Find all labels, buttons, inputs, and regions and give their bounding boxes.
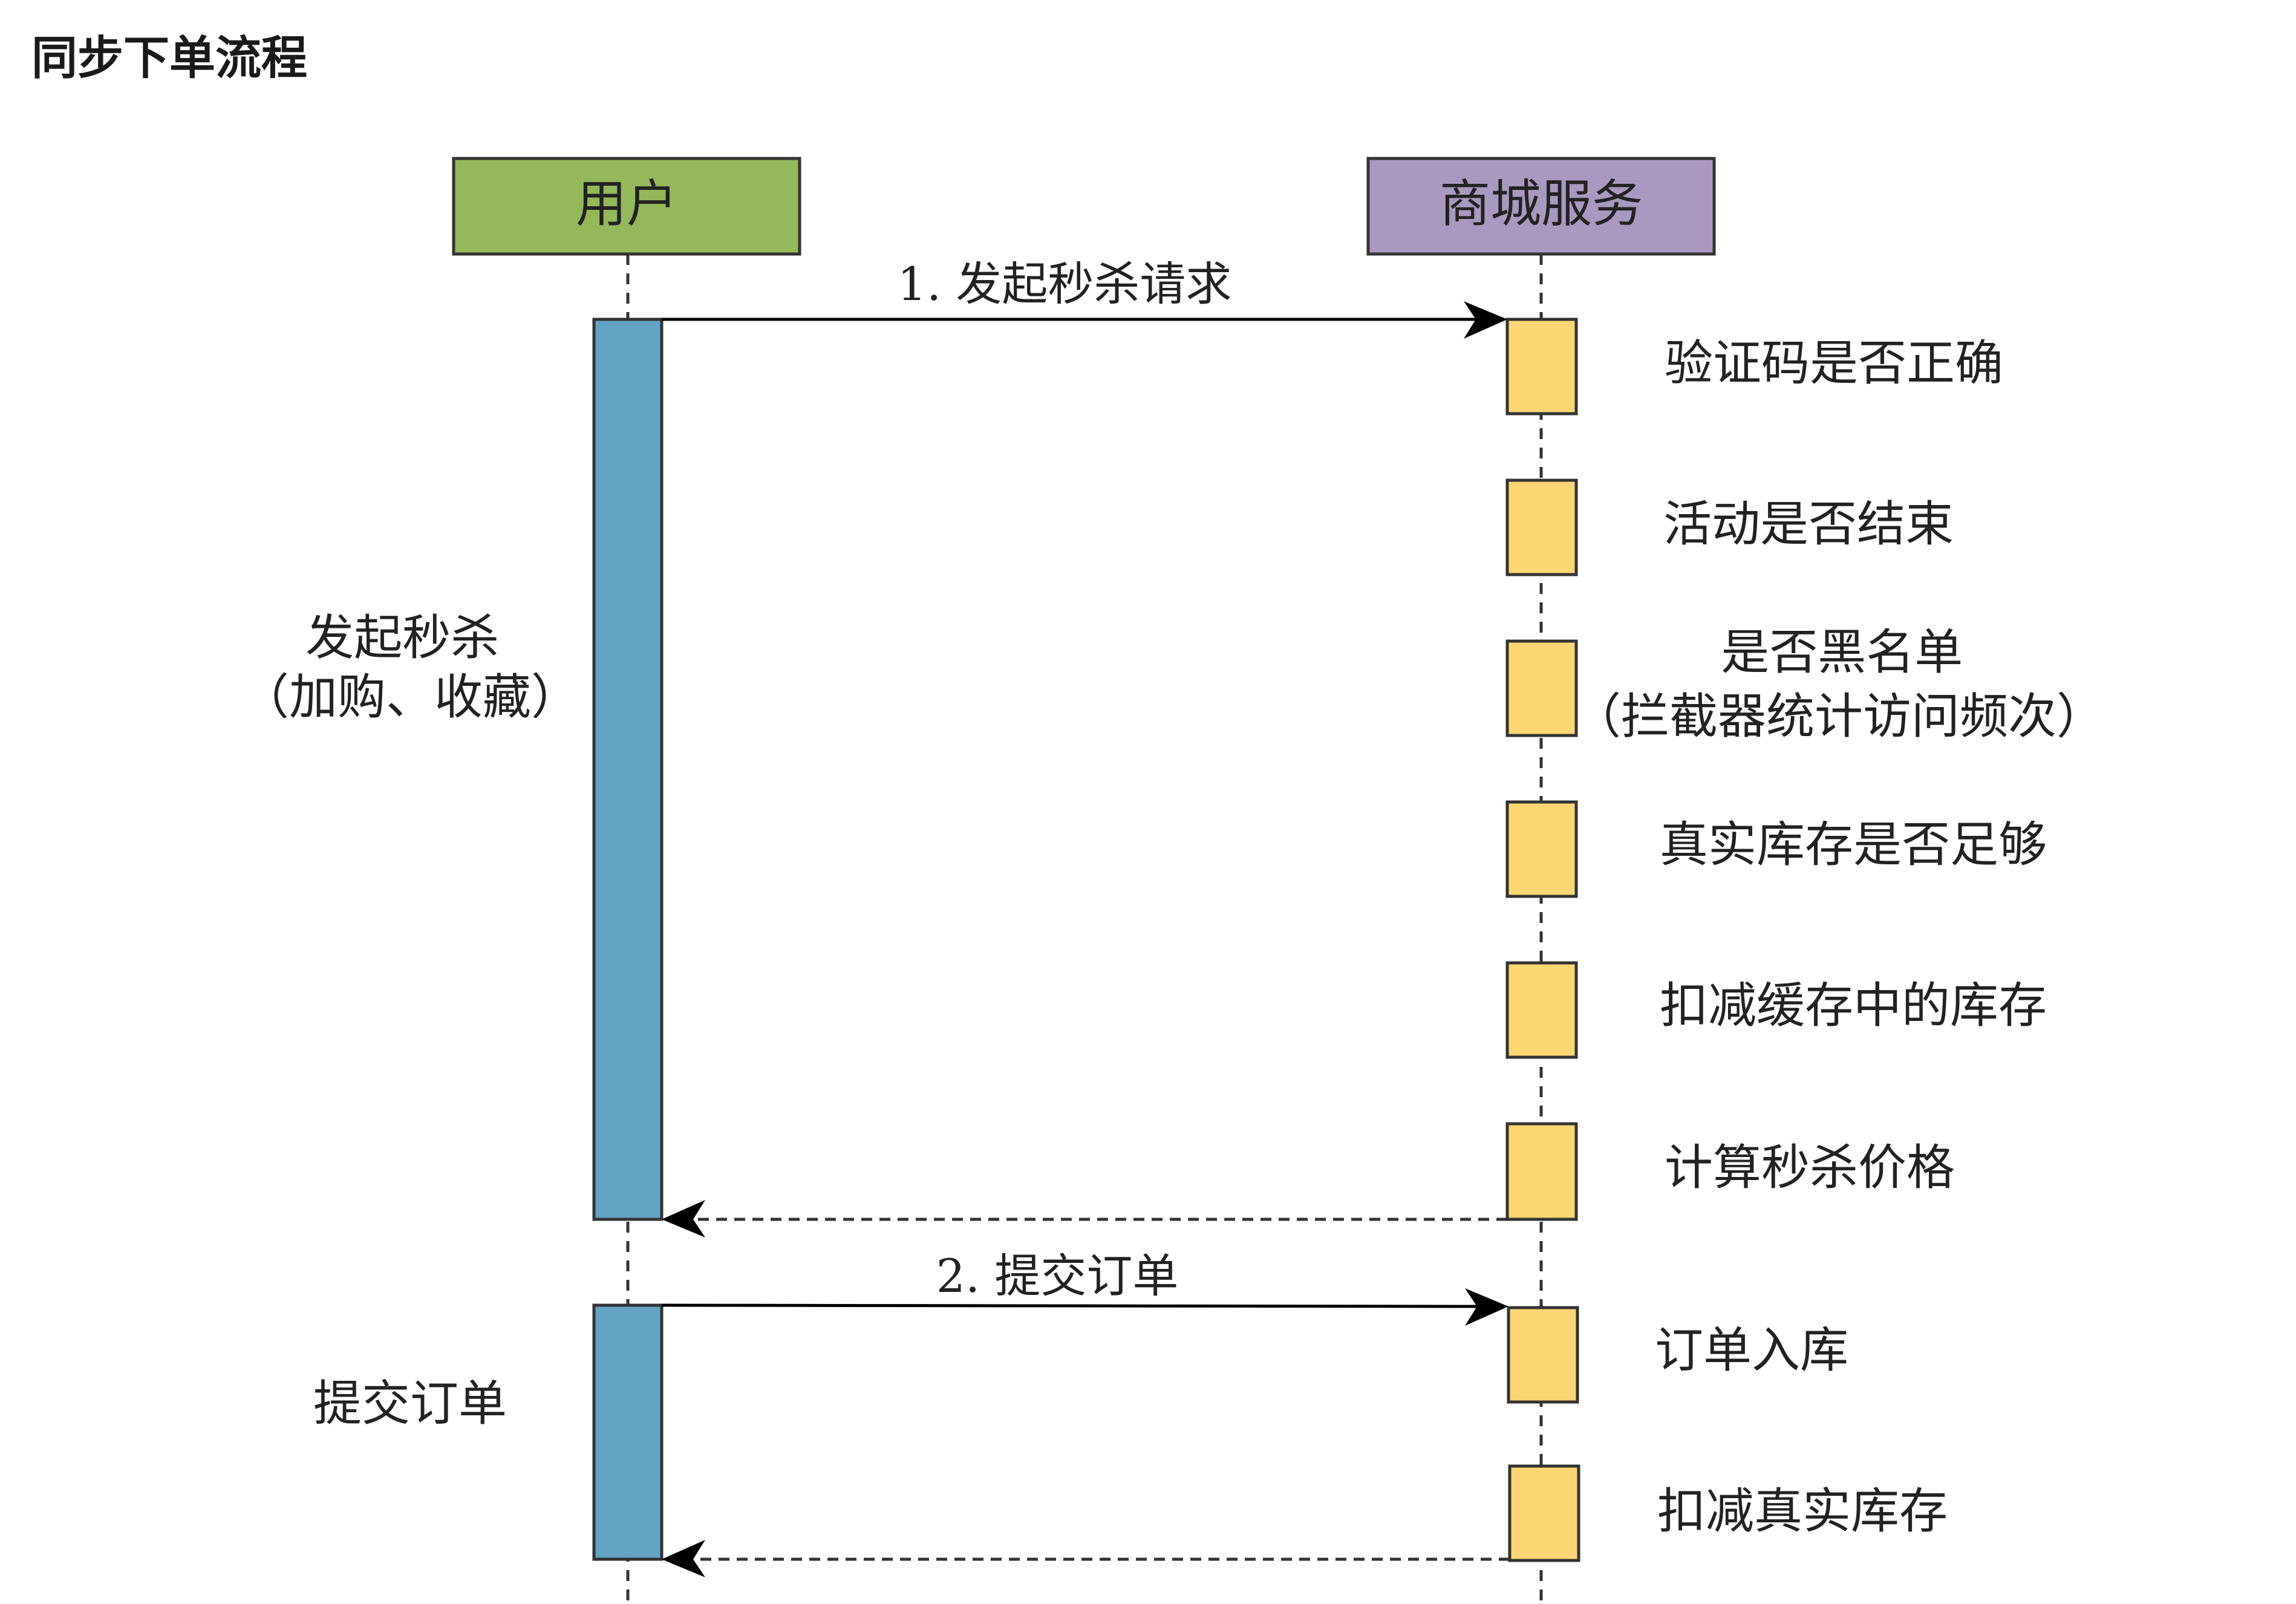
step-note-order-persist: 订单入库 — [1655, 1322, 1848, 1378]
message-return-seckill — [662, 1200, 1507, 1237]
user-activation-bar — [592, 318, 664, 1221]
page-title: 同步下单流程 — [31, 31, 307, 85]
message-return-order — [662, 1540, 1510, 1577]
step-note-deduct-real-stock: 扣减真实库存 — [1657, 1483, 1948, 1539]
participant-user: 用户 — [452, 157, 801, 256]
arrowhead-right-icon — [1464, 301, 1507, 339]
service-activation-box — [1505, 1122, 1578, 1221]
arrowhead-left-icon — [662, 1200, 705, 1237]
participant-service-box — [1366, 157, 1716, 256]
user-activation-bar — [592, 1303, 664, 1561]
participant-user-label: 用户 — [576, 174, 677, 233]
phase-note-line: （加购、收藏） — [241, 669, 579, 725]
service-activation-box — [1505, 639, 1578, 737]
message-request-order: 2. 提交订单 — [661, 1249, 1508, 1326]
step-note-captcha: 验证码是否正确 — [1665, 335, 2003, 391]
message-label: 2. 提交订单 — [936, 1249, 1179, 1303]
step-note-price: 计算秒杀价格 — [1665, 1139, 1955, 1196]
phase-note-line: 发起秒杀 — [305, 610, 499, 666]
step-note-deduct-cache-stock: 扣减缓存中的库存 — [1660, 977, 2047, 1034]
step-note-real-stock-check: 真实库存是否足够 — [1660, 817, 2047, 873]
phase-note-line: 提交订单 — [313, 1375, 507, 1432]
message-label: 1. 发起秒杀请求 — [898, 257, 1232, 311]
service-activation-box — [1505, 318, 1578, 416]
message-request-seckill: 1. 发起秒杀请求 — [662, 257, 1507, 339]
service-activation-box — [1508, 1464, 1580, 1562]
service-activation-box — [1505, 961, 1578, 1059]
service-activation-box — [1505, 478, 1578, 576]
phase-note-order: 提交订单 — [313, 1375, 507, 1432]
phase-note-seckill: 发起秒杀 （加购、收藏） — [241, 610, 579, 725]
message-arrow-line — [661, 1303, 1478, 1308]
arrowhead-left-icon — [662, 1540, 705, 1577]
arrowhead-right-icon — [1465, 1288, 1508, 1326]
step-note-blacklist: 是否黑名单 （拦截器统计访问频次） — [1573, 624, 2105, 745]
service-activation-box — [1505, 800, 1578, 898]
step-note-activity-ended: 活动是否结束 — [1663, 496, 1954, 552]
participant-service: 商城服务 — [1366, 157, 1716, 256]
service-activation-box — [1507, 1306, 1579, 1404]
step-note-line: （拦截器统计访问频次） — [1573, 688, 2105, 745]
participant-user-box — [452, 157, 801, 256]
participant-service-label: 商城服务 — [1440, 174, 1643, 233]
step-note-line: 是否黑名单 — [1721, 624, 1963, 680]
